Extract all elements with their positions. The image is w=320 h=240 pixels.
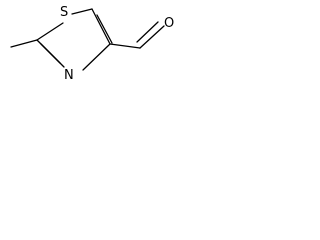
bond-cho-o	[139, 25, 165, 49]
bond-methyl-c2	[10, 39, 38, 48]
bond-cho-o-double	[136, 21, 159, 43]
structure-diagram: S N O	[10, 5, 174, 82]
bond-n3-c2-double	[40, 43, 61, 64]
bond-c2-s1	[36, 22, 64, 41]
nitrogen-atom-label: N	[64, 68, 74, 82]
bond-c5-c4-double	[96, 14, 113, 44]
bond-c4-n3	[82, 43, 111, 71]
sulfur-atom-label: S	[60, 5, 68, 20]
bond-c5-c4	[91, 8, 111, 45]
bond-s1-c5	[71, 8, 93, 15]
bond-c4-cho	[109, 43, 141, 49]
oxygen-atom-label: O	[164, 16, 174, 31]
